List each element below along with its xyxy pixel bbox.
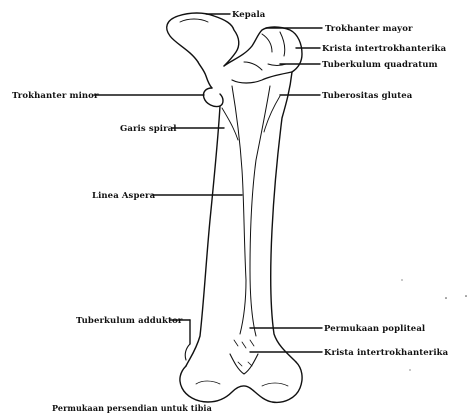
condyle-texture [196, 381, 288, 386]
label-krista-intertrokhanterika-bottom: Krista intertrokhanterika [324, 348, 449, 358]
label-tuberositas-glutea: Tuberositas glutea [322, 91, 413, 101]
shaft-medial-border [186, 106, 220, 366]
label-permukaan-popliteal: Permukaan popliteal [324, 324, 426, 334]
linea-aspera-ridge-left [232, 86, 246, 334]
shaft-lateral-border [271, 72, 296, 362]
gluteal-tuberosity [264, 96, 280, 132]
label-linea-aspera: Linea Aspera [92, 191, 156, 201]
femur-head-outline [167, 13, 239, 66]
greater-trochanter-detail [244, 32, 285, 70]
intertrochanteric-crest [232, 72, 292, 83]
label-permukaan-persendian-tibia: Permukaan persendian untuk tibia [52, 403, 212, 413]
adductor-tubercle [185, 344, 190, 360]
label-kepala: Kepala [232, 10, 266, 20]
leader-lines [94, 14, 322, 352]
label-garis-spiral: Garis spiral [120, 124, 177, 134]
label-tuberkulum-quadratum: Tuberkulum quadratum [322, 60, 438, 70]
speck [465, 295, 467, 297]
speck [445, 297, 447, 299]
label-krista-intertrokhanterika-top: Krista intertrokhanterika [322, 44, 447, 54]
femur-neck-outline [198, 62, 212, 88]
popliteal-surface-detail [234, 340, 254, 366]
distal-end-outline [180, 362, 302, 402]
intercondylar-notch [230, 354, 258, 374]
label-tuberkulum-adduktor: Tuberkulum adduktor [76, 316, 183, 326]
speck [409, 369, 410, 370]
speck [401, 279, 402, 280]
femur-head-detail [180, 19, 208, 22]
lesser-trochanter-outline [203, 88, 223, 107]
label-trokhanter-mayor: Trokhanter mayor [325, 24, 413, 34]
labels: Kepala Trokhanter mayor Krista intertrok… [12, 10, 449, 413]
label-trokhanter-minor: Trokhanter minor [12, 91, 99, 101]
femur-illustration [167, 13, 302, 402]
